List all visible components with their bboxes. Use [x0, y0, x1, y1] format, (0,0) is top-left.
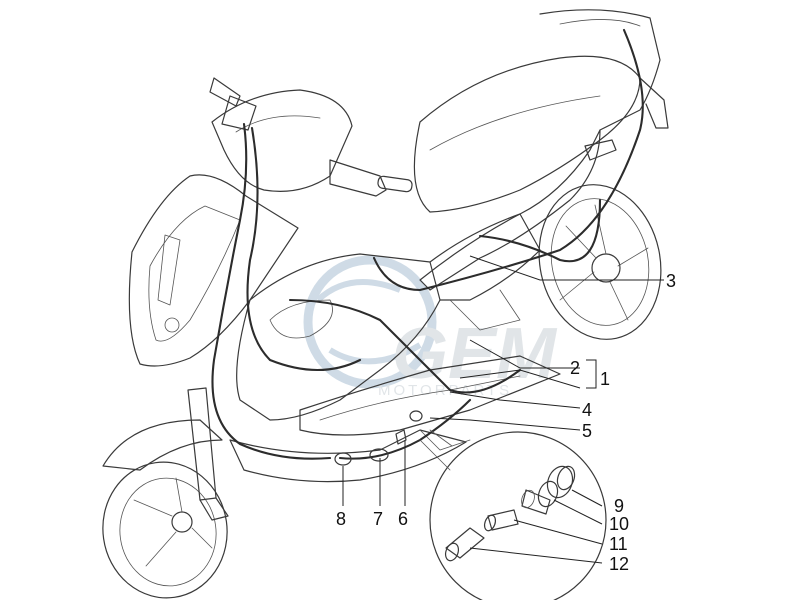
adjuster-10 [521, 480, 559, 515]
cable-routing [211, 28, 644, 460]
rear-wheel [538, 184, 662, 340]
callout-8: 8 [336, 509, 346, 529]
callout-12: 12 [609, 554, 629, 574]
detail-inset [419, 429, 607, 600]
callout-3: 3 [666, 271, 676, 291]
belly-clips [334, 410, 423, 466]
scooter-body [128, 9, 669, 483]
leader-lines [342, 255, 664, 564]
speedometer-cable [211, 122, 332, 460]
callout-7: 7 [373, 509, 383, 529]
front-fork [187, 387, 229, 521]
callout-10: 10 [609, 514, 629, 534]
watermark-brand: GEM [392, 314, 558, 394]
callout-4: 4 [582, 400, 592, 420]
grommet-9 [546, 465, 576, 499]
callout-9: 9 [614, 496, 624, 516]
callout-2: 2 [570, 358, 580, 378]
seat-lock-cable [478, 198, 602, 263]
sleeve-11 [483, 509, 519, 532]
rear-brake-cable [372, 28, 644, 292]
throttle-cable [246, 126, 362, 372]
watermark-logo: GEM MOTORPARTS [303, 255, 558, 399]
front-wheel [102, 419, 228, 599]
callout-11: 11 [609, 534, 628, 554]
choke-cable [288, 298, 522, 394]
callout-6: 6 [398, 509, 408, 529]
callout-1: 1 [600, 369, 610, 389]
watermark-subtitle: MOTORPARTS [378, 382, 512, 399]
callout-5: 5 [582, 421, 592, 441]
callout-numbers: 1 2 3 4 5 6 7 8 9 10 11 12 [336, 271, 676, 574]
sheath-end-12 [444, 527, 485, 562]
